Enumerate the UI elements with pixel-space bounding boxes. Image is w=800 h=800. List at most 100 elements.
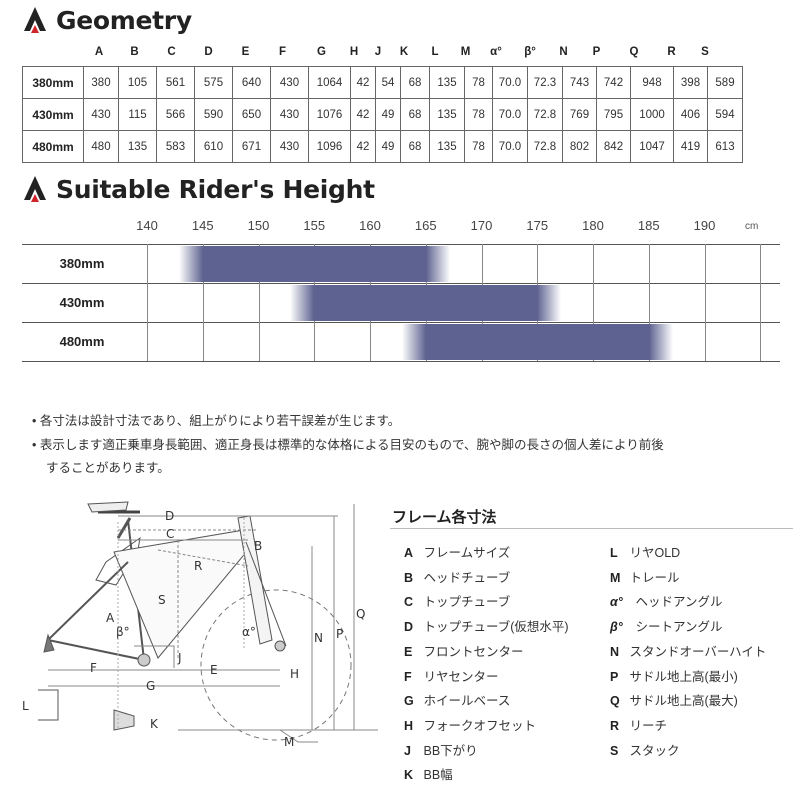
column-header: β° bbox=[524, 46, 536, 58]
table-cell: 42 bbox=[350, 98, 376, 131]
legend-label: フォークオフセット bbox=[423, 718, 536, 733]
frame-legend-divider bbox=[390, 528, 793, 529]
legend-label: トップチューブ bbox=[423, 595, 511, 610]
diagram-label-m: M bbox=[284, 735, 294, 749]
row-size-label: 430mm bbox=[22, 98, 84, 131]
brand-logo-icon bbox=[24, 7, 46, 33]
legend-key: B bbox=[404, 570, 414, 585]
diagram-label-a: A bbox=[106, 611, 115, 625]
frame-legend-item: H フォークオフセット bbox=[404, 715, 536, 734]
diagram-label-p: P bbox=[336, 627, 343, 641]
diagram-label-s: S bbox=[158, 593, 166, 607]
diagram-label-beta: β° bbox=[116, 625, 130, 639]
column-header: M bbox=[460, 46, 471, 58]
diagram-label-r: R bbox=[194, 559, 202, 573]
legend-key: G bbox=[404, 694, 414, 709]
row-size-label: 380mm bbox=[59, 256, 105, 271]
diagram-label-e: E bbox=[210, 663, 218, 677]
table-cell: 594 bbox=[707, 98, 743, 131]
frame-legend-item: C トップチューブ bbox=[404, 591, 510, 610]
frame-legend-item: K BB幅 bbox=[404, 764, 453, 783]
table-cell: 135 bbox=[429, 98, 465, 131]
row-size-label: 380mm bbox=[22, 66, 84, 99]
table-cell: 78 bbox=[464, 98, 493, 131]
diagram-label-q: Q bbox=[356, 607, 365, 621]
frame-legend-item: J BB下がり bbox=[404, 740, 478, 759]
grid-line bbox=[258, 244, 260, 361]
table-cell: 795 bbox=[596, 98, 631, 131]
table-cell: 650 bbox=[232, 98, 271, 131]
axis-tick-label: 180 bbox=[582, 218, 604, 233]
column-header: G bbox=[317, 46, 326, 58]
legend-key: N bbox=[610, 644, 620, 659]
grid-line bbox=[202, 244, 204, 361]
table-cell: 1047 bbox=[630, 130, 674, 163]
column-header: R bbox=[667, 46, 676, 58]
frame-legend-item: β° シートアングル bbox=[610, 616, 723, 635]
column-header: H bbox=[349, 46, 359, 58]
axis-tick-label: 160 bbox=[359, 218, 381, 233]
table-cell: 49 bbox=[375, 130, 401, 163]
diagram-label-b: B bbox=[254, 539, 262, 553]
frame-legend-item: G ホイールベース bbox=[404, 690, 510, 709]
column-header: S bbox=[701, 46, 709, 58]
table-cell: 54 bbox=[375, 66, 401, 99]
table-cell: 49 bbox=[375, 98, 401, 131]
table-cell: 70.0 bbox=[492, 130, 528, 163]
legend-key: A bbox=[404, 546, 414, 560]
table-cell: 561 bbox=[156, 66, 195, 99]
axis-tick-label: 170 bbox=[470, 218, 493, 233]
axis-tick-label: 140 bbox=[136, 218, 158, 233]
legend-label: サドル地上高(最大) bbox=[629, 694, 738, 709]
diagram-label-d: D bbox=[165, 509, 174, 523]
rider-height-heading: Suitable Rider's Height bbox=[22, 174, 375, 204]
grid-line bbox=[704, 244, 706, 361]
table-cell: 398 bbox=[673, 66, 708, 99]
column-header: A bbox=[94, 46, 104, 58]
axis-tick-label: 185 bbox=[637, 218, 660, 233]
legend-key: R bbox=[610, 718, 620, 733]
legend-label: フレームサイズ bbox=[423, 546, 511, 560]
table-cell: 70.0 bbox=[492, 66, 528, 99]
legend-key: C bbox=[404, 595, 414, 610]
table-cell: 135 bbox=[429, 66, 465, 99]
legend-key: L bbox=[610, 546, 618, 560]
column-header: L bbox=[431, 46, 439, 58]
legend-key: S bbox=[610, 743, 619, 758]
table-cell: 78 bbox=[464, 130, 493, 163]
legend-label: リーチ bbox=[629, 718, 667, 733]
table-cell: 430 bbox=[270, 66, 309, 99]
table-cell: 135 bbox=[429, 130, 465, 163]
frame-legend-item: F リヤセンター bbox=[404, 666, 499, 685]
legend-key: Q bbox=[610, 694, 620, 709]
table-cell: 743 bbox=[562, 66, 597, 99]
table-cell: 590 bbox=[194, 98, 233, 131]
grid-line bbox=[760, 244, 762, 361]
table-cell: 1076 bbox=[308, 98, 351, 131]
legend-label: ヘッドチューブ bbox=[423, 570, 511, 585]
diagram-label-f: F bbox=[90, 661, 97, 675]
table-cell: 42 bbox=[350, 66, 376, 99]
legend-key: E bbox=[404, 644, 413, 659]
frame-legend-item: R リーチ bbox=[610, 715, 667, 734]
frame-legend-item: A フレームサイズ bbox=[404, 542, 510, 561]
axis-tick-label: 150 bbox=[247, 218, 270, 233]
front-wheel bbox=[200, 589, 352, 741]
axis-tick-label: 190 bbox=[693, 218, 716, 233]
table-cell: 671 bbox=[232, 130, 271, 163]
legend-label: シートアングル bbox=[635, 620, 723, 635]
legend-key: J bbox=[404, 743, 411, 758]
frame-legend-item: B ヘッドチューブ bbox=[404, 567, 510, 586]
table-cell: 135 bbox=[118, 130, 157, 163]
column-header: E bbox=[241, 46, 250, 58]
legend-label: ヘッドアングル bbox=[635, 595, 723, 610]
legend-label: BB幅 bbox=[423, 768, 453, 783]
grid-line bbox=[22, 244, 780, 245]
table-cell: 613 bbox=[707, 130, 743, 163]
unit-label: cm bbox=[745, 221, 759, 232]
column-header: C bbox=[167, 46, 176, 58]
column-header: D bbox=[204, 46, 213, 58]
table-cell: 115 bbox=[118, 98, 157, 131]
